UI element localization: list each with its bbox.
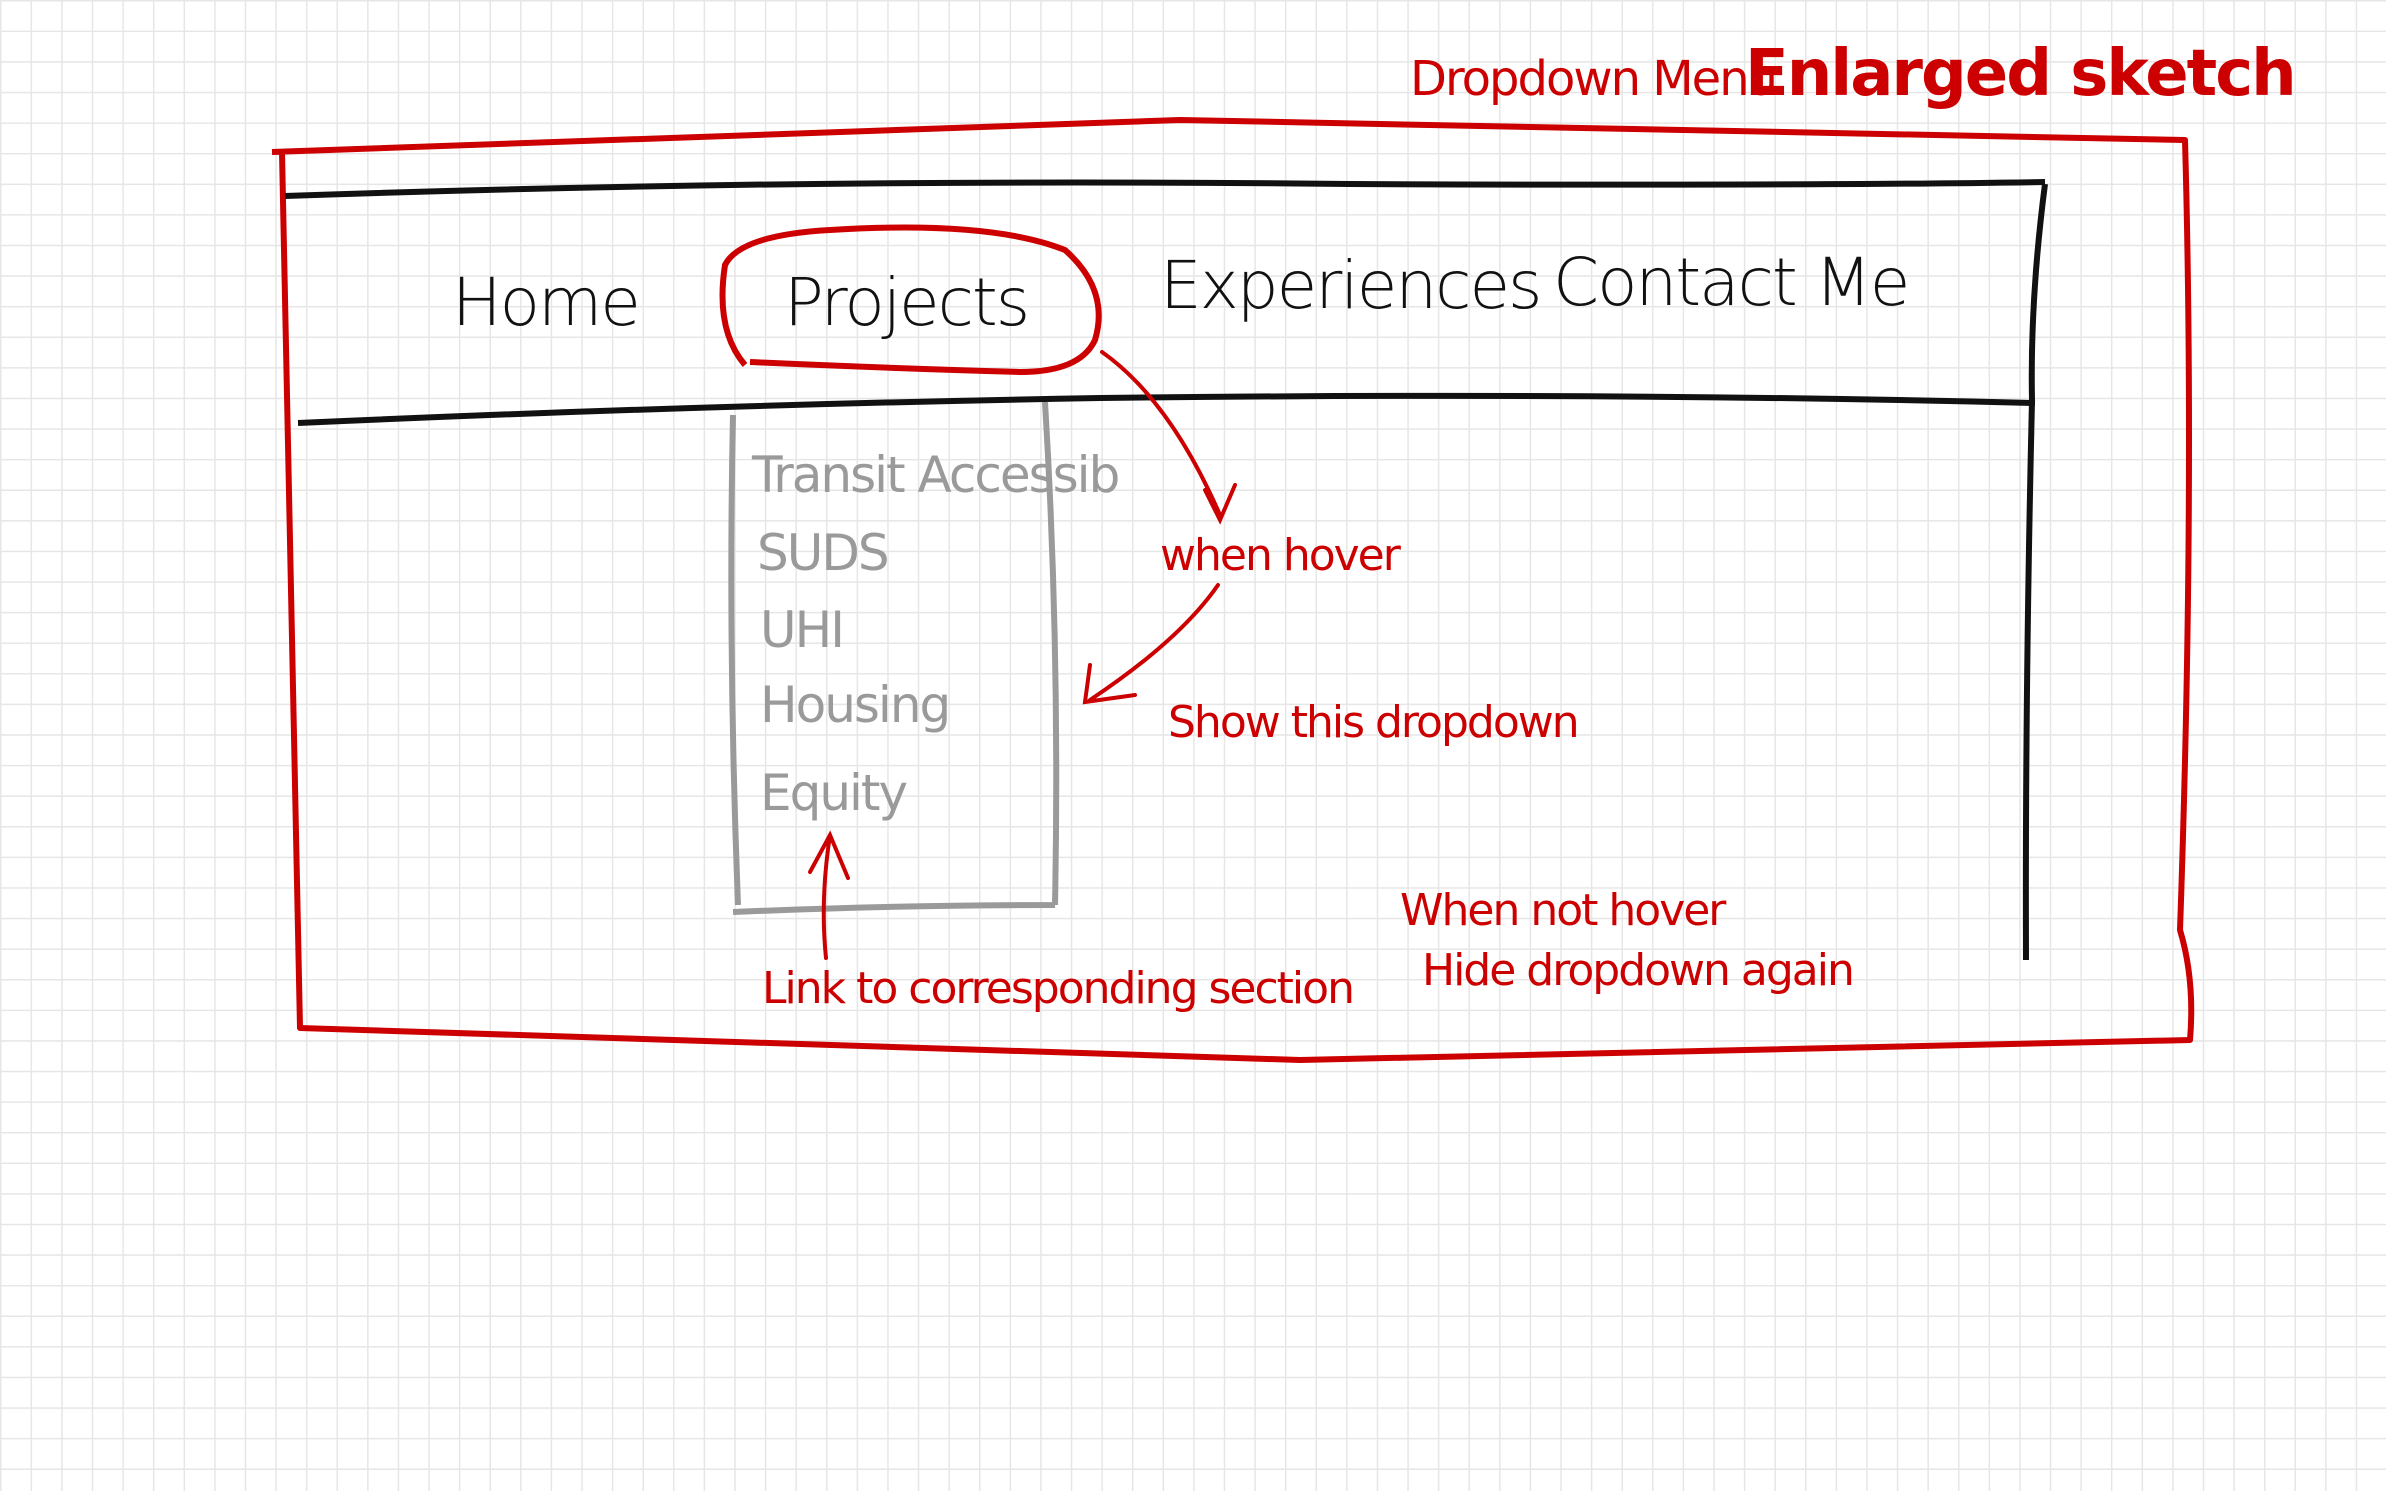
navbar-bottom-line — [297, 392, 2036, 426]
show-arrow — [1082, 583, 1220, 705]
dropdown-item-transit[interactable]: Transit Accessib — [751, 446, 1120, 504]
dropdown-item-suds[interactable]: SUDS — [757, 524, 890, 582]
annotation-link-section: Link to corresponding section — [762, 963, 1353, 1014]
sketch-title-emphasis: Enlarged sketch — [1745, 37, 2295, 111]
annotation-show-dropdown: Show this dropdown — [1168, 697, 1578, 748]
dropdown-panel — [728, 401, 1060, 915]
sketch-title-label: Dropdown Menu : — [1410, 51, 1803, 107]
link-arrow — [808, 830, 850, 960]
annotation-hide-dropdown: Hide dropdown again — [1422, 945, 1853, 996]
navbar-top-line — [284, 179, 2046, 199]
nav-item-projects[interactable]: Projects — [784, 264, 1030, 341]
projects-highlight-circle — [719, 224, 1102, 375]
nav-item-experiences[interactable]: Experiences — [1160, 247, 1542, 324]
nav-item-home[interactable]: Home — [452, 264, 641, 341]
page-right-edge — [2022, 183, 2048, 961]
dropdown-item-uhi[interactable]: UHI — [760, 601, 845, 659]
dropdown-item-equity[interactable]: Equity — [760, 764, 910, 822]
nav-item-contact[interactable]: Contact Me — [1553, 244, 1910, 321]
annotation-when-hover: when hover — [1160, 530, 1402, 581]
annotation-not-hover: When not hover — [1400, 885, 1727, 936]
dropdown-item-housing[interactable]: Housing — [760, 676, 951, 734]
hover-arrow — [1100, 350, 1237, 525]
browser-frame — [271, 117, 2195, 1063]
